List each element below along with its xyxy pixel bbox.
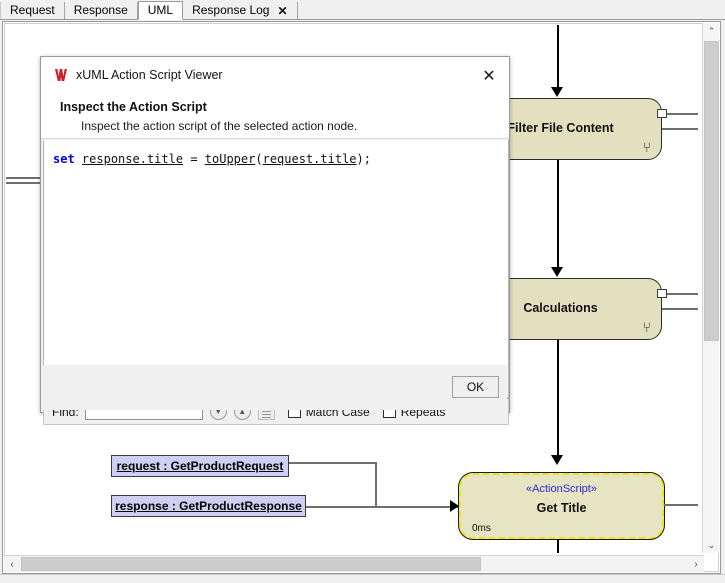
- uml-node-label: Get Title: [536, 501, 587, 515]
- vertical-scrollbar[interactable]: ⌃ ⌄: [702, 23, 719, 553]
- dialog-footer: OK: [43, 365, 507, 410]
- code-target: response.title: [81, 152, 184, 166]
- tab-response-log[interactable]: Response Log ✕: [183, 2, 298, 19]
- code-open-paren: (: [255, 152, 263, 166]
- action-script-code-view[interactable]: set response.title = toUpper(request.tit…: [43, 140, 509, 398]
- window-bottom-strip: [0, 574, 725, 583]
- code-line-1: set response.title = toUpper(request.tit…: [53, 152, 371, 166]
- output-pin-filter: [657, 109, 667, 118]
- app-logo-icon: [53, 67, 68, 82]
- close-icon[interactable]: ✕: [277, 3, 288, 18]
- action-script-viewer-dialog: xUML Action Script Viewer ✕ Inspect the …: [40, 56, 510, 425]
- object-box-response[interactable]: response : GetProductResponse: [111, 495, 306, 517]
- code-keyword: set: [53, 152, 75, 166]
- flow-arrow-lower: [551, 455, 563, 465]
- flow-arrow-top: [551, 87, 563, 97]
- uml-node-get-title[interactable]: «ActionScript» Get Title 0ms: [459, 473, 664, 539]
- dialog-title-row: xUML Action Script Viewer: [53, 67, 223, 82]
- tab-uml[interactable]: UML: [137, 1, 184, 20]
- dialog-close-icon[interactable]: ✕: [482, 65, 496, 85]
- code-argument: request.title: [262, 152, 357, 166]
- flow-edge-lower: [557, 340, 559, 458]
- fork-pin-icon: ⑂: [642, 140, 651, 156]
- dialog-subtitle: Inspect the action script of the selecte…: [81, 119, 358, 133]
- edge-response-h: [306, 506, 458, 508]
- dialog-header: xUML Action Script Viewer ✕ Inspect the …: [41, 57, 509, 139]
- uml-node-label: Calculations: [523, 301, 598, 315]
- vertical-scroll-thumb[interactable]: [704, 41, 719, 341]
- scroll-down-icon[interactable]: ⌄: [707, 539, 716, 550]
- tab-uml-label: UML: [147, 3, 174, 17]
- uml-node-label: Filter File Content: [507, 121, 614, 135]
- edge-gettitle-out: [664, 504, 698, 506]
- code-terminator: ;: [363, 152, 371, 166]
- horizontal-scroll-thumb[interactable]: [21, 557, 481, 571]
- scroll-left-icon[interactable]: ‹: [10, 558, 14, 570]
- object-box-response-label: response : GetProductResponse: [115, 499, 302, 513]
- uml-node-stereotype: «ActionScript»: [526, 483, 597, 495]
- code-function: toUpper: [204, 152, 256, 166]
- flow-arrow-mid: [551, 267, 563, 277]
- code-close-paren: ): [356, 152, 364, 166]
- code-operator: =: [190, 152, 198, 166]
- flow-edge-top: [557, 25, 559, 92]
- horizontal-scrollbar[interactable]: ‹ ›: [4, 555, 704, 572]
- tab-response[interactable]: Response: [64, 2, 138, 19]
- tab-request-label: Request: [10, 3, 55, 17]
- fork-pin-icon: ⑂: [642, 320, 651, 336]
- flow-edge-mid: [557, 160, 559, 270]
- dialog-title: xUML Action Script Viewer: [76, 67, 223, 82]
- edge-request-v: [375, 462, 377, 507]
- edge-calc-out-2: [662, 308, 698, 310]
- scroll-right-icon[interactable]: ›: [694, 558, 698, 570]
- output-pin-calculations: [657, 289, 667, 298]
- scroll-up-icon[interactable]: ⌃: [707, 25, 716, 36]
- tab-response-log-label: Response Log: [192, 3, 270, 17]
- edge-request-h: [289, 462, 377, 464]
- object-box-request[interactable]: request : GetProductRequest: [111, 455, 289, 477]
- uml-node-duration: 0ms: [472, 523, 491, 534]
- ok-button[interactable]: OK: [452, 376, 499, 398]
- tab-response-label: Response: [73, 3, 128, 17]
- edge-filter-out-2: [662, 128, 698, 130]
- edge-filter-out-1: [667, 113, 698, 115]
- edge-calc-out-1: [667, 293, 698, 295]
- edge-arrow-into-gettitle: [450, 500, 459, 512]
- dialog-heading: Inspect the Action Script: [60, 100, 207, 114]
- flow-edge-bottom: [557, 539, 559, 553]
- tab-request[interactable]: Request: [0, 2, 65, 19]
- object-box-request-label: request : GetProductRequest: [116, 459, 284, 473]
- tab-strip: Request Response UML Response Log ✕: [0, 0, 725, 20]
